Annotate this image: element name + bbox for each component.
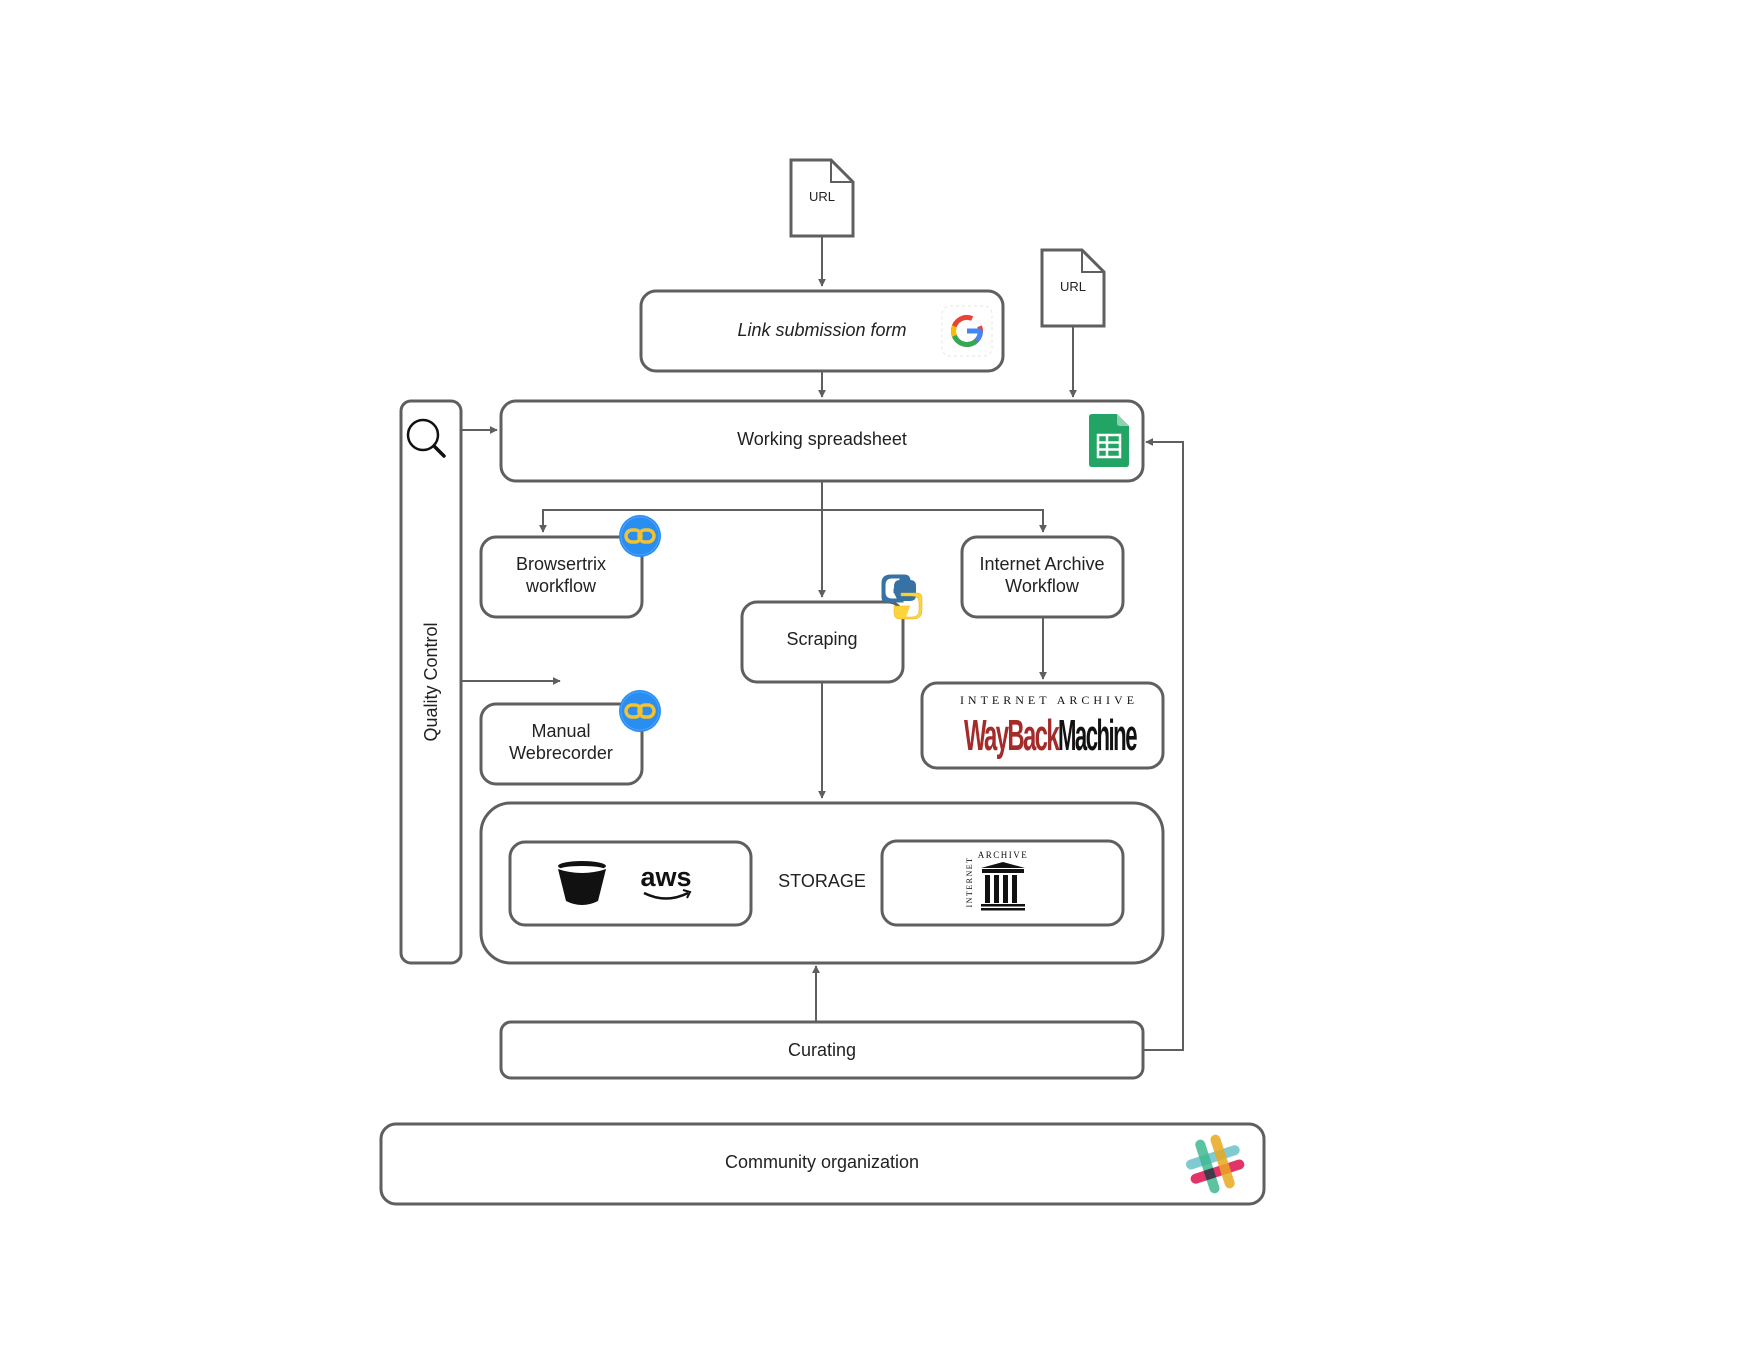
url-document-top: URL [789, 158, 855, 238]
internet-archive-storage: ARCHIVE INTERNET [880, 839, 1125, 927]
aws-s3-bucket-icon [558, 861, 606, 905]
connectors [462, 237, 1184, 1051]
wayback-logo-word-1: WayBack [964, 711, 1060, 760]
community-organization-box [379, 1122, 1266, 1206]
browsertrix-node: Browsertrix workflow [479, 515, 661, 619]
aws-storage-box [508, 840, 753, 927]
ia-workflow-box [960, 535, 1125, 619]
url-document-right: URL [1040, 248, 1106, 328]
wayback-logo-top: INTERNET ARCHIVE [960, 693, 1138, 707]
working-spreadsheet-node: Working spreadsheet [499, 399, 1145, 483]
url-label-top: URL [809, 189, 835, 204]
browsertrix-label-line2: workflow [525, 576, 597, 596]
curating-node: Curating [499, 1020, 1145, 1080]
community-organization-node: Community organization [379, 1122, 1266, 1206]
url-document-icon [1040, 248, 1106, 328]
slack-icon [1185, 1134, 1245, 1194]
quality-control-label: Quality Control [421, 622, 441, 741]
python-icon [881, 574, 923, 620]
wayback-logo-word-2: Machine [1058, 711, 1137, 760]
google-icon [941, 305, 993, 357]
ia-logo-archive: ARCHIVE [978, 850, 1029, 860]
url-label-right: URL [1060, 279, 1086, 294]
quality-control-box [399, 399, 463, 965]
manual-webrecorder-label-line1: Manual [531, 721, 590, 741]
community-organization-label: Community organization [725, 1152, 919, 1172]
wayback-machine-box [920, 681, 1165, 770]
url-document-fold [830, 160, 853, 183]
link-submission-form-box [639, 289, 1005, 373]
scraping-label: Scraping [786, 629, 857, 649]
aws-storage: aws [508, 840, 753, 927]
google-sheets-icon [1089, 414, 1129, 467]
browsertrix-box [479, 535, 644, 619]
url-document-icon [789, 158, 855, 238]
internet-archive-logo: ARCHIVE INTERNET [965, 850, 1029, 911]
browsertrix-label-line1: Browsertrix [516, 554, 606, 574]
curating-label: Curating [788, 1040, 856, 1060]
scraping-box [740, 600, 905, 684]
wayback-machine-node: INTERNET ARCHIVE WayBack Machine [920, 681, 1165, 770]
aws-logo-text: aws [640, 862, 691, 892]
magnifier-icon [406, 418, 446, 458]
aws-logo: aws [640, 862, 692, 900]
curating-box [499, 1020, 1145, 1080]
webrecorder-link-icon [619, 690, 661, 732]
arrow-sheet-to-ia-workflow [822, 509, 1047, 533]
internet-archive-storage-box [880, 839, 1125, 927]
arrow-curating-to-sheet [1144, 438, 1184, 1051]
storage-node: STORAGE aws ARCHIVE INTERNET [479, 801, 1165, 965]
working-spreadsheet-box [499, 399, 1145, 483]
link-submission-form-label: Link submission form [737, 320, 906, 340]
working-spreadsheet-label: Working spreadsheet [737, 429, 907, 449]
quality-control-node: Quality Control [399, 399, 463, 965]
manual-webrecorder-box [479, 702, 644, 786]
webrecorder-link-icon [619, 515, 661, 557]
ia-workflow-label-line1: Internet Archive [979, 554, 1104, 574]
ia-workflow-node: Internet Archive Workflow [960, 535, 1125, 619]
arrow-sheet-to-browsertrix [539, 482, 823, 533]
url-document-fold [1081, 250, 1104, 273]
scraping-node: Scraping [740, 574, 923, 684]
wayback-machine-logo: INTERNET ARCHIVE WayBack Machine [960, 693, 1140, 760]
manual-webrecorder-label-line2: Webrecorder [509, 743, 613, 763]
manual-webrecorder-node: Manual Webrecorder [479, 690, 661, 786]
link-submission-form-node: Link submission form [639, 289, 1005, 373]
storage-label: STORAGE [778, 871, 866, 891]
ia-logo-internet: INTERNET [965, 856, 974, 907]
ia-workflow-label-line2: Workflow [1005, 576, 1080, 596]
